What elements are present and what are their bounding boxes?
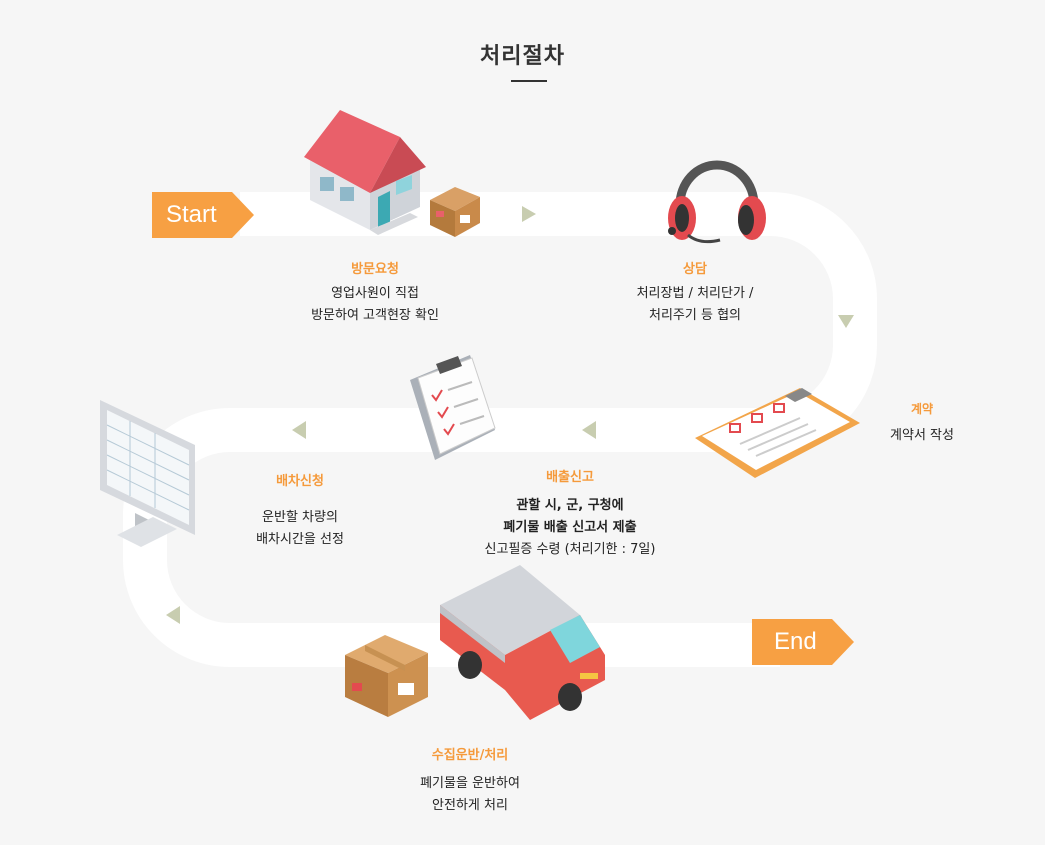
step-collection-processing: 수집운반/처리 폐기물을 운반하여 안전하게 처리 [370,744,570,817]
step-desc-line: 처리장법 / 처리단가 / [575,283,815,305]
step-desc-line: 신고필증 수령 (처리기한 : 7일) [440,539,700,561]
step-title: 계약 [862,400,982,417]
step-desc-line: 폐기물을 운반하여 [370,773,570,795]
step-consultation: 상담 처리장법 / 처리단가 / 처리주기 등 협의 [575,258,815,327]
step-desc: 처리장법 / 처리단가 / 처리주기 등 협의 [575,283,815,327]
title-divider [511,80,547,82]
box-icon [340,625,435,720]
monitor-icon [95,395,215,555]
step-desc: 관할 시, 군, 구청에 폐기물 배출 신고서 제출 신고필증 수령 (처리기한… [440,495,700,561]
step-desc-line: 영업사원이 직접 [255,283,495,305]
step-title: 방문요청 [255,258,495,277]
step-desc-line: 처리주기 등 협의 [575,305,815,327]
house-icon [300,105,490,240]
van-icon [430,555,620,725]
step-desc-line: 계약서 작성 [862,425,982,447]
step-title: 배출신고 [440,466,700,485]
step-desc-line: 폐기물 배출 신고서 제출 [440,517,700,539]
step-contract: 계약 계약서 작성 [862,400,982,447]
step-title: 상담 [575,258,815,277]
step-desc: 폐기물을 운반하여 안전하게 처리 [370,773,570,817]
end-tag: End [752,619,832,665]
step-desc-line: 방문하여 고객현장 확인 [255,305,495,327]
page-title: 처리절차 [0,38,1045,70]
step-dispatch-request: 배차신청 운반할 차량의 배차시간을 선정 [210,470,390,551]
step-desc-line: 배차시간을 선정 [210,529,390,551]
headset-icon [660,140,770,250]
step-title: 수집운반/처리 [370,744,570,763]
step-visit-request: 방문요청 영업사원이 직접 방문하여 고객현장 확인 [255,258,495,327]
step-discharge-report: 배출신고 관할 시, 군, 구청에 폐기물 배출 신고서 제출 신고필증 수령 … [440,466,700,561]
step-desc: 영업사원이 직접 방문하여 고객현장 확인 [255,283,495,327]
document-icon [400,350,510,480]
step-desc: 운반할 차량의 배차시간을 선정 [210,507,390,551]
start-tag: Start [152,192,232,238]
step-desc-line: 안전하게 처리 [370,795,570,817]
clipboard-icon [690,378,865,488]
step-desc: 계약서 작성 [862,425,982,447]
step-desc-line: 운반할 차량의 [210,507,390,529]
step-desc-line: 관할 시, 군, 구청에 [440,495,700,517]
step-title: 배차신청 [210,470,390,489]
